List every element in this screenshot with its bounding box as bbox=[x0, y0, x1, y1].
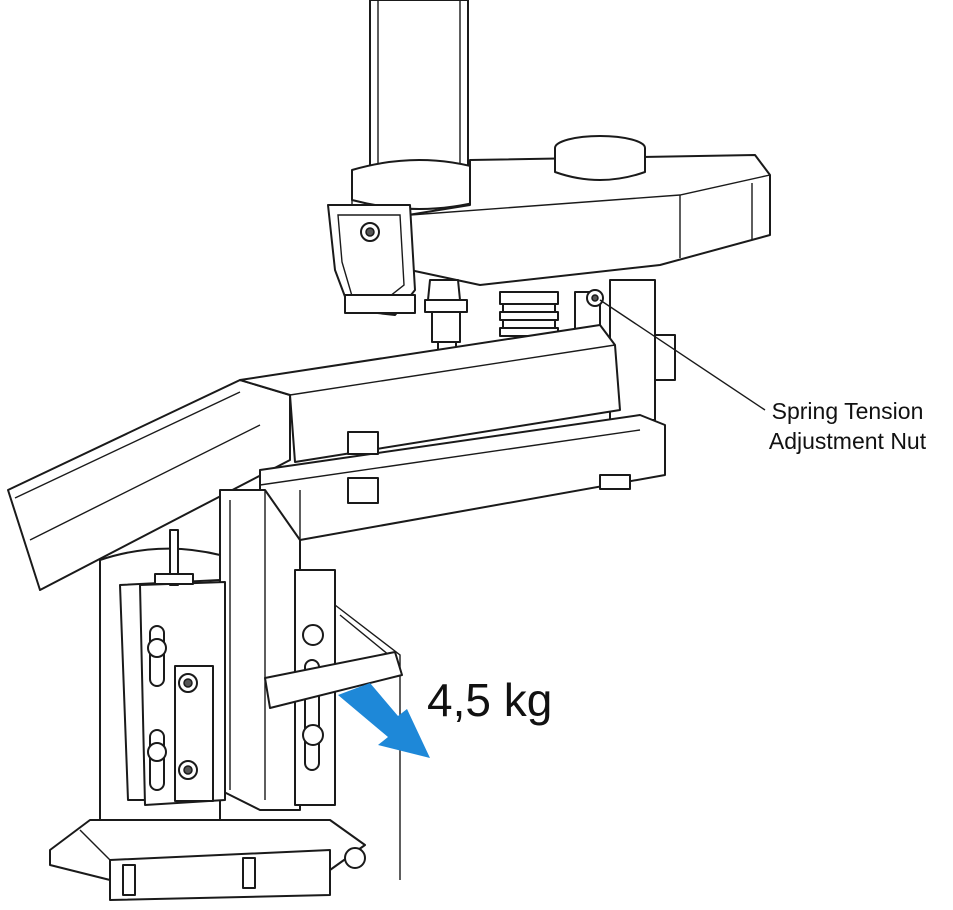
spring-tension-callout: Spring Tension Adjustment Nut bbox=[745, 396, 950, 456]
diagonal-arm bbox=[7, 324, 621, 591]
callout-line-2: Adjustment Nut bbox=[768, 428, 927, 454]
vertical-column bbox=[219, 489, 301, 811]
upper-housing bbox=[407, 135, 771, 286]
mount-body bbox=[99, 529, 226, 831]
callout-line-1: Spring Tension bbox=[771, 398, 924, 424]
bracket-plate bbox=[327, 204, 416, 316]
weight-label: 4,5 kg bbox=[427, 674, 553, 726]
clamp-bar bbox=[264, 651, 403, 709]
base bbox=[49, 819, 366, 901]
callout-leader-line bbox=[599, 299, 766, 411]
force-arrow bbox=[338, 683, 430, 758]
vertical-post bbox=[351, 0, 486, 222]
